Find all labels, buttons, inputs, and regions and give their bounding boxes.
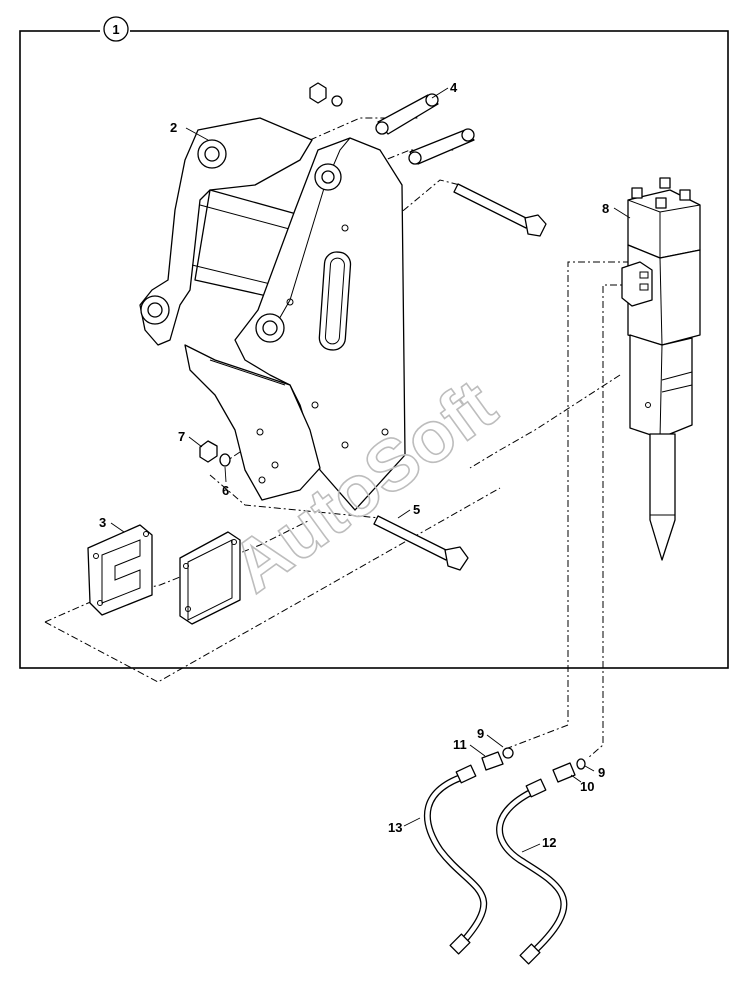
callout-6: 6 xyxy=(222,483,229,498)
callout-10: 10 xyxy=(580,779,594,794)
hydraulic-hammer xyxy=(621,177,701,561)
callout-3: 3 xyxy=(99,515,106,530)
callout-7: 7 xyxy=(178,429,185,444)
washer-6 xyxy=(219,453,231,467)
hose-12 xyxy=(496,778,568,965)
fitting-10 xyxy=(552,758,586,783)
callout-5: 5 xyxy=(413,502,420,517)
callout-13: 13 xyxy=(388,820,402,835)
assembly-frame xyxy=(19,30,729,669)
callout-1: 1 xyxy=(100,16,130,42)
mounting-bracket xyxy=(139,117,406,511)
hose-13 xyxy=(423,764,488,955)
callout-9-lower: 9 xyxy=(598,765,605,780)
assembly-dashed-lines xyxy=(44,117,632,759)
callout-9-upper: 9 xyxy=(477,726,484,741)
link-plates xyxy=(375,93,475,165)
callout-8: 8 xyxy=(602,201,609,216)
fitting-11 xyxy=(481,747,514,771)
callout-2: 2 xyxy=(170,120,177,135)
leader-lines xyxy=(110,87,631,853)
callout-4: 4 xyxy=(450,80,458,95)
svg-text:1: 1 xyxy=(112,22,119,37)
nut-7 xyxy=(199,440,218,463)
upper-bolt xyxy=(453,183,547,237)
shim-plates xyxy=(87,524,241,625)
callout-11: 11 xyxy=(453,737,467,752)
upper-nut xyxy=(309,82,343,107)
hammer-ports xyxy=(631,177,691,209)
lower-bolt xyxy=(373,515,469,571)
callout-12: 12 xyxy=(542,835,556,850)
